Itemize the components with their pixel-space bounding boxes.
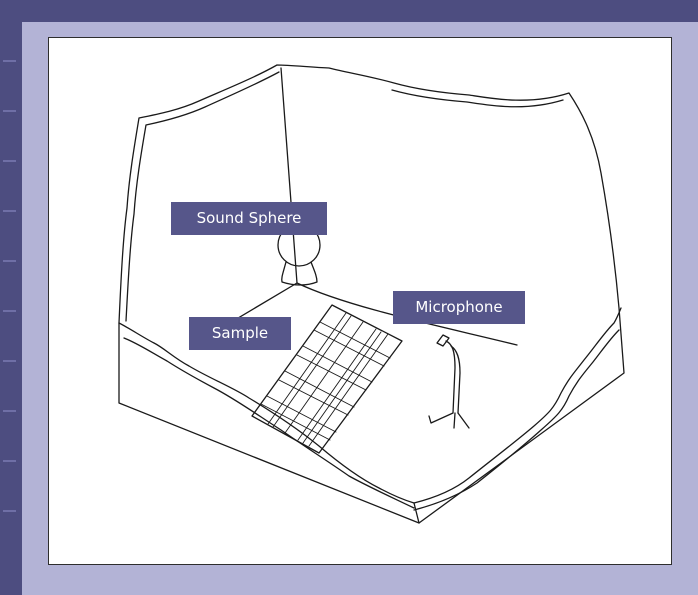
front-right-wall-inner: [414, 330, 619, 510]
sound-sphere-label: Sound Sphere: [171, 202, 327, 235]
front-corner-edge: [414, 503, 419, 523]
microphone-label: Microphone: [393, 291, 525, 324]
microphone-drawing: [429, 335, 469, 428]
chamber-drawing: [49, 38, 671, 564]
chamber-back-edge: [281, 68, 297, 283]
chamber-outline: [119, 65, 624, 523]
diagram-frame: Sound Sphere Microphone Sample: [48, 37, 672, 565]
sample-label: Sample: [189, 317, 291, 350]
front-right-wall: [414, 308, 621, 503]
top-bar: [0, 0, 698, 22]
left-strip: [0, 0, 22, 595]
chamber-inner-outline: [126, 72, 563, 321]
front-left-wall: [119, 323, 414, 503]
